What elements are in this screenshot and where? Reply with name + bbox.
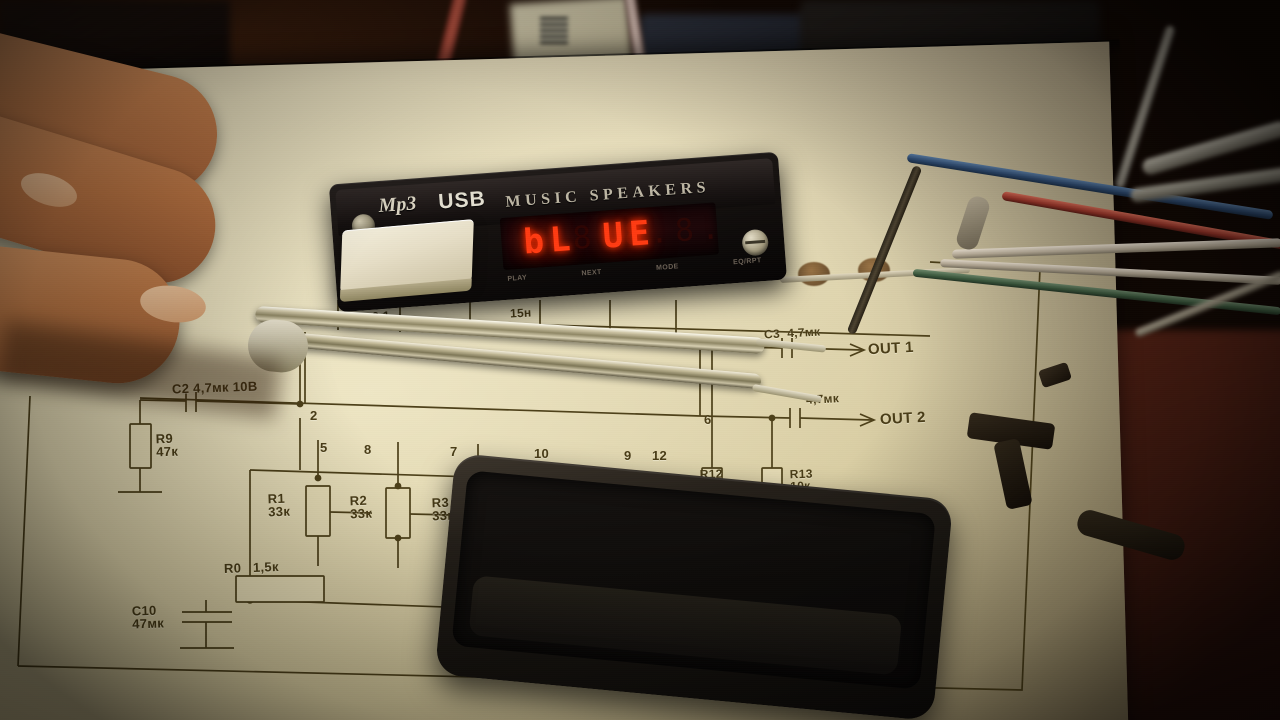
node-number-6: 6 bbox=[704, 412, 712, 427]
button-play[interactable]: PLAY bbox=[507, 274, 528, 283]
hand bbox=[0, 13, 320, 420]
label-R1: R1 33к bbox=[267, 490, 291, 520]
label-C3: C3 4,7мк bbox=[763, 324, 821, 342]
label-R2: R2 33к bbox=[349, 492, 373, 522]
button-mode[interactable]: MODE bbox=[655, 263, 679, 272]
module-label-mp3: Mp3 bbox=[377, 192, 418, 218]
button-eq-rpt[interactable]: EQ/RPT bbox=[732, 257, 762, 267]
node-number-9: 9 bbox=[624, 448, 632, 463]
label-C10: C10 47мк bbox=[131, 602, 165, 632]
white-terminal-block[interactable] bbox=[340, 219, 474, 293]
label-out2: OUT 2 bbox=[879, 408, 927, 429]
label-out1: OUT 1 bbox=[867, 338, 915, 359]
node-number-2: 2 bbox=[310, 408, 318, 423]
smartphone[interactable] bbox=[434, 452, 954, 720]
node-number-8: 8 bbox=[364, 442, 372, 457]
module-label-usb: USB bbox=[437, 187, 487, 214]
label-C5: 15н bbox=[509, 305, 532, 321]
label-R0: R0 1,5к bbox=[223, 559, 279, 576]
button-next[interactable]: NEXT bbox=[581, 268, 603, 278]
node-number-5: 5 bbox=[320, 440, 328, 455]
display-value: bL UE bbox=[522, 212, 658, 263]
label-R9: R9 47к bbox=[155, 430, 179, 460]
qr-code-sticker bbox=[540, 16, 568, 44]
node-number-10: 10 bbox=[534, 446, 550, 461]
node-number-7: 7 bbox=[450, 444, 458, 459]
node-number-12: 12 bbox=[652, 448, 668, 463]
